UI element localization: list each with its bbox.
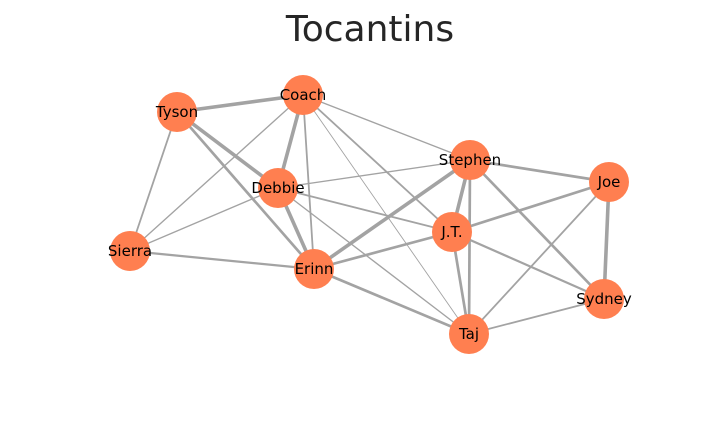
node-label-jt: J.T. (440, 223, 462, 241)
edge-jt-sydney (450, 230, 606, 301)
node-circle-stephen (450, 140, 490, 180)
edge-joe-taj (468, 181, 610, 335)
edge-sydney-taj (468, 298, 605, 335)
node-circle-sydney (584, 279, 624, 319)
edge-debbie-taj (277, 187, 470, 335)
node-circle-jt (432, 212, 472, 252)
node-tyson: Tyson (155, 92, 198, 132)
edge-debbie-stephen (277, 159, 471, 189)
node-debbie: Debbie (251, 168, 305, 208)
edge-layer (128, 93, 611, 336)
node-circle-debbie (258, 168, 298, 208)
node-circle-joe (589, 162, 629, 202)
node-label-joe: Joe (597, 173, 621, 191)
edge-erinn-taj (312, 267, 471, 336)
node-label-coach: Coach (280, 86, 327, 104)
node-label-taj: Taj (458, 325, 479, 343)
node-sierra: Sierra (108, 231, 152, 271)
graph-title: Tocantins (285, 9, 455, 50)
edge-tyson-coach (175, 93, 305, 114)
node-circle-coach (283, 75, 323, 115)
node-joe: Joe (589, 162, 629, 202)
node-label-sierra: Sierra (108, 242, 152, 260)
node-coach: Coach (280, 75, 327, 115)
node-label-erinn: Erinn (295, 260, 334, 278)
node-circle-taj (449, 314, 489, 354)
edge-coach-jt (302, 94, 453, 233)
edge-erinn-jt (312, 230, 454, 271)
edge-stephen-taj (467, 158, 472, 336)
edge-stephen-joe (468, 158, 611, 184)
edge-tyson-debbie (175, 110, 280, 190)
edge-erinn-stephen (312, 158, 472, 271)
node-label-sydney: Sydney (576, 290, 632, 308)
node-jt: J.T. (432, 212, 472, 252)
node-circle-sierra (110, 231, 150, 271)
edge-coach-erinn (302, 94, 315, 270)
node-label-tyson: Tyson (155, 103, 198, 121)
edge-debbie-sierra (129, 187, 279, 252)
edge-tyson-sierra (129, 111, 178, 252)
edge-coach-sierra (129, 94, 304, 252)
node-label-debbie: Debbie (251, 179, 304, 197)
edge-tyson-erinn (175, 110, 316, 271)
node-erinn: Erinn (294, 249, 334, 289)
node-circle-erinn (294, 249, 334, 289)
node-stephen: Stephen (439, 140, 501, 180)
edge-stephen-sydney (468, 158, 606, 301)
edge-sierra-erinn (128, 249, 316, 271)
edge-coach-stephen (302, 94, 471, 161)
edge-jt-joe (450, 180, 611, 234)
edge-debbie-jt (277, 187, 453, 233)
node-sydney: Sydney (576, 279, 632, 319)
node-circle-tyson (157, 92, 197, 132)
node-taj: Taj (449, 314, 489, 354)
node-label-stephen: Stephen (439, 151, 501, 169)
